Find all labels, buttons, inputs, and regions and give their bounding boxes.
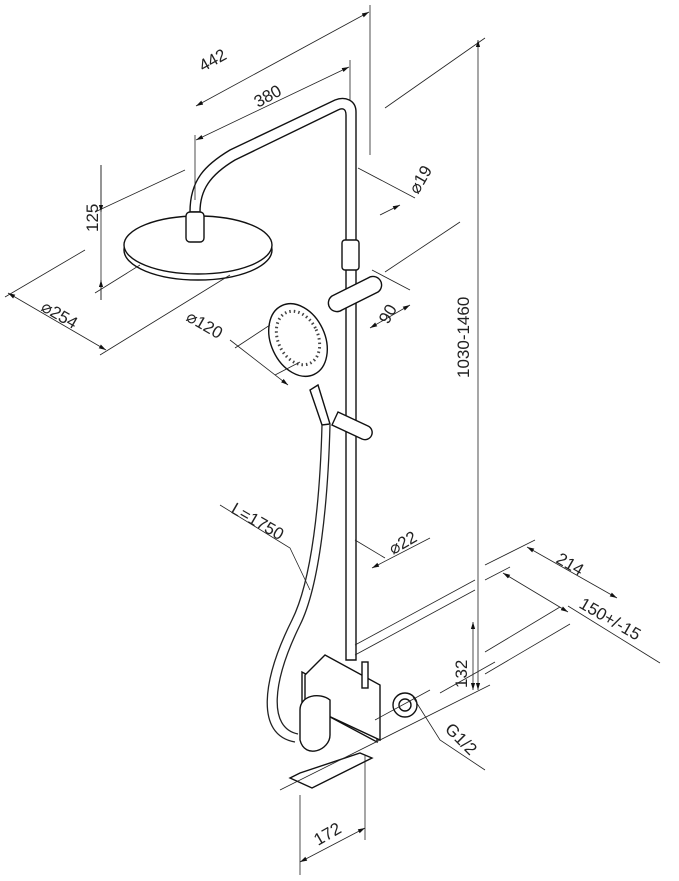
dimension-labels: 442 380 ⌀19 125 ⌀254 ⌀120 90 1030-1460 L… bbox=[38, 45, 644, 849]
diverter-knob bbox=[361, 661, 369, 689]
hand-slider bbox=[331, 411, 373, 441]
label-inlet-spacing: 150+/-15 bbox=[576, 594, 644, 644]
label-380: 380 bbox=[251, 81, 285, 111]
hand-shower bbox=[268, 303, 331, 426]
label-height-range: 1030-1460 bbox=[454, 297, 473, 378]
thermostatic-mixer bbox=[288, 654, 418, 789]
mixer-handle bbox=[299, 694, 331, 752]
label-442: 442 bbox=[196, 45, 230, 75]
label-thread-g1-2: G1/2 bbox=[441, 719, 480, 758]
dimension-lines bbox=[4, 5, 661, 875]
head-slider bbox=[327, 275, 383, 313]
label-132: 132 bbox=[452, 660, 471, 688]
label-head-diameter-254: ⌀254 bbox=[38, 297, 81, 333]
label-172: 172 bbox=[311, 819, 345, 850]
hose bbox=[266, 424, 323, 743]
rain-shower-head bbox=[123, 211, 273, 281]
label-pipe-diameter-19: ⌀19 bbox=[405, 162, 436, 197]
pipe-coupling bbox=[341, 239, 360, 271]
label-125: 125 bbox=[83, 204, 102, 232]
label-hose-length: L=1750 bbox=[228, 499, 287, 544]
label-pipe-diameter-22: ⌀22 bbox=[386, 527, 421, 558]
label-214: 214 bbox=[553, 549, 587, 580]
head-connector bbox=[185, 211, 205, 243]
shower-column bbox=[189, 97, 383, 661]
label-hand-diameter-120: ⌀120 bbox=[183, 307, 226, 343]
spout bbox=[288, 752, 374, 789]
